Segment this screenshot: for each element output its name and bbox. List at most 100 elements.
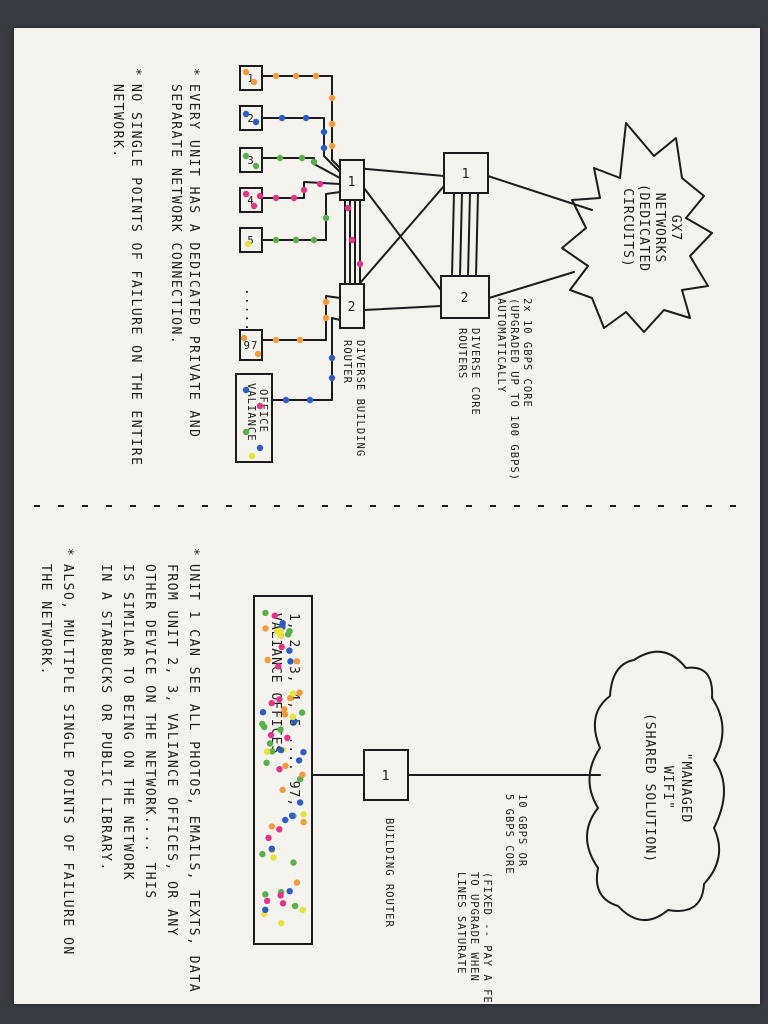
- traffic-dot: [254, 350, 262, 358]
- traffic-dot: [277, 627, 284, 634]
- building-router-1: [339, 159, 365, 201]
- traffic-dot: [293, 879, 301, 886]
- valiance-office-box: [235, 373, 273, 463]
- traffic-dot: [328, 142, 336, 150]
- traffic-dot: [285, 631, 292, 638]
- shared-building-router-label: BUILDING ROUTER: [383, 818, 395, 928]
- traffic-dot: [263, 759, 270, 766]
- building-router-links: [344, 199, 361, 285]
- note-3-line: FROM UNIT 2, 3, VALIANCE OFFICES, OR ANY: [164, 564, 179, 937]
- note-3-line: IS SIMILAR TO BEING ON THE NETWORK: [120, 564, 135, 881]
- shared-router-label: 1: [382, 769, 391, 784]
- traffic-dot: [292, 236, 300, 244]
- wifi-cloud-line: WIFI": [660, 766, 675, 810]
- unit-4-label: 4: [247, 195, 254, 207]
- core-speed-label: (UPGRADED UP TO 100 GBPS): [508, 298, 520, 481]
- wifi-core-note: LINES SATURATE: [455, 872, 467, 975]
- traffic-dot: [306, 396, 314, 404]
- traffic-dot: [290, 859, 297, 866]
- traffic-dot: [290, 194, 298, 202]
- traffic-dot: [242, 428, 250, 436]
- traffic-dot: [252, 118, 260, 126]
- traffic-dot: [282, 396, 290, 404]
- traffic-dot: [278, 643, 285, 651]
- traffic-dot: [287, 658, 294, 665]
- traffic-dot: [279, 900, 287, 907]
- traffic-dot: [300, 749, 307, 756]
- traffic-dot: [250, 78, 258, 86]
- traffic-dot: [272, 336, 280, 344]
- traffic-dot: [300, 811, 307, 818]
- traffic-dot: [240, 334, 248, 342]
- traffic-dot: [328, 94, 336, 102]
- traffic-dot: [322, 298, 330, 306]
- traffic-dot: [300, 186, 308, 194]
- traffic-dot: [261, 723, 268, 731]
- traffic-dot: [291, 902, 299, 910]
- traffic-dot: [272, 194, 280, 202]
- valiance-office-label: VALIANCE: [245, 383, 257, 442]
- traffic-dot: [259, 709, 267, 716]
- wifi-core-label: 10 GBPS OR: [516, 794, 528, 867]
- traffic-dot: [286, 888, 293, 895]
- traffic-dot: [263, 897, 271, 905]
- traffic-dot: [299, 771, 306, 778]
- unit-3-label: 3: [247, 155, 254, 167]
- traffic-dot: [250, 202, 258, 210]
- core-router-1: [443, 152, 489, 194]
- traffic-dots: [240, 68, 364, 460]
- building-router-2-label: 2: [348, 300, 357, 315]
- traffic-dot: [262, 906, 269, 913]
- note-star-1: *: [186, 68, 201, 77]
- traffic-dot: [266, 740, 274, 747]
- traffic-dot: [252, 162, 260, 170]
- gx7-cloud-line: NETWORKS: [652, 193, 667, 264]
- traffic-dot: [265, 834, 272, 842]
- traffic-dot: [277, 726, 284, 733]
- wifi-core-label: 5 GBPS CORE: [503, 794, 515, 875]
- traffic-dot: [299, 906, 306, 914]
- traffic-dot: [328, 374, 336, 382]
- shared-units-box: [253, 595, 313, 945]
- traffic-dot: [271, 612, 278, 619]
- traffic-dot: [264, 656, 271, 664]
- traffic-dot: [282, 816, 289, 824]
- network-sketch: GX7 NETWORKS (DEDICATED CIRCUITS) 1 2 1 …: [34, 65, 744, 1004]
- traffic-dot: [320, 144, 328, 152]
- traffic-dot: [242, 68, 250, 76]
- traffic-dot: [296, 336, 304, 344]
- traffic-dot: [269, 748, 276, 755]
- traffic-dot: [272, 236, 280, 244]
- wifi-core-note: (FIXED -- PAY A FEE: [481, 872, 493, 1004]
- traffic-dot: [289, 713, 297, 720]
- traffic-dot: [282, 762, 289, 769]
- traffic-dot: [256, 192, 264, 200]
- note-4-line: THE NETWORK.: [38, 564, 53, 676]
- traffic-dot: [296, 799, 304, 806]
- building-router-2: [339, 283, 365, 329]
- traffic-dot: [289, 690, 297, 697]
- core-speed-label: 2x 10 GBPS CORE: [521, 298, 533, 408]
- traffic-dot: [296, 689, 303, 696]
- traffic-dot: [242, 386, 250, 394]
- traffic-dot: [278, 114, 286, 122]
- traffic-dot: [262, 625, 269, 632]
- note-3-line: OTHER DEVICE ON THE NETWORK.... THIS: [142, 564, 157, 900]
- traffic-dot: [275, 663, 282, 670]
- traffic-dot: [322, 214, 330, 222]
- traffic-dot: [262, 609, 269, 617]
- traffic-dot: [268, 699, 275, 707]
- diverse-core-label: DIVERSE CORE: [469, 328, 481, 416]
- core-router-2-label: 2: [461, 291, 470, 306]
- traffic-dot: [242, 152, 250, 160]
- unit-1-label: 1: [247, 73, 254, 85]
- gx7-cloud-line: GX7: [668, 215, 683, 241]
- valiance-office-label: OFFICE: [257, 389, 269, 433]
- traffic-dot: [284, 734, 291, 741]
- traffic-dot: [300, 818, 307, 826]
- note-1-line: SEPARATE NETWORK CONNECTION.: [168, 84, 183, 345]
- traffic-dot: [298, 154, 306, 162]
- traffic-dot: [276, 696, 283, 703]
- traffic-dot: [287, 694, 294, 702]
- core-speed-label: AUTOMATICALLY: [495, 298, 507, 393]
